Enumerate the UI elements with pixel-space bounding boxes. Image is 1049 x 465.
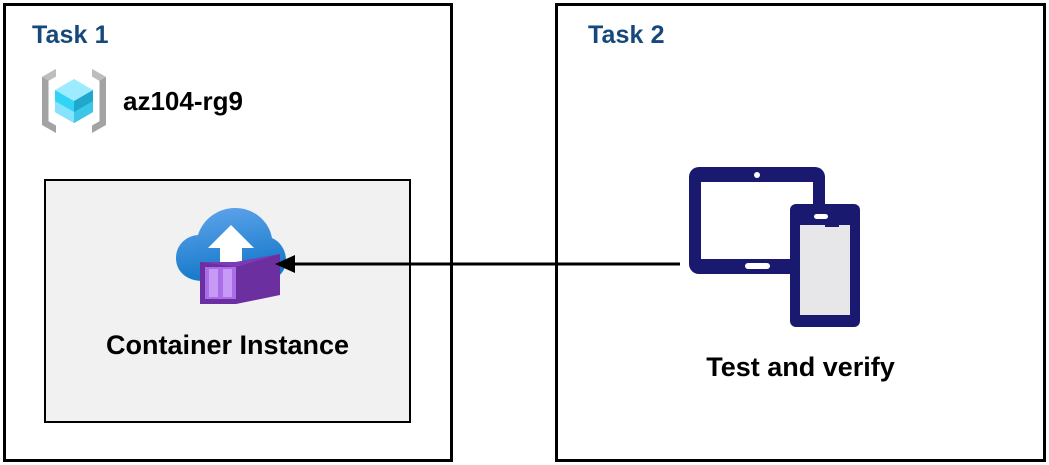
container-instance-label: Container Instance [105,330,350,360]
task-panel-title: Task 2 [588,21,665,49]
resource-group-label: az104-rg9 [123,85,243,116]
resource-group-row: az104-rg9 [36,63,243,139]
test-and-verify-label: Test and verify [706,352,895,382]
task-panel-task1: Task 1 [3,3,453,462]
azure-resource-group-icon [36,63,112,139]
task-panel-title: Task 1 [32,21,109,49]
container-instance-card: Container Instance [44,179,411,423]
